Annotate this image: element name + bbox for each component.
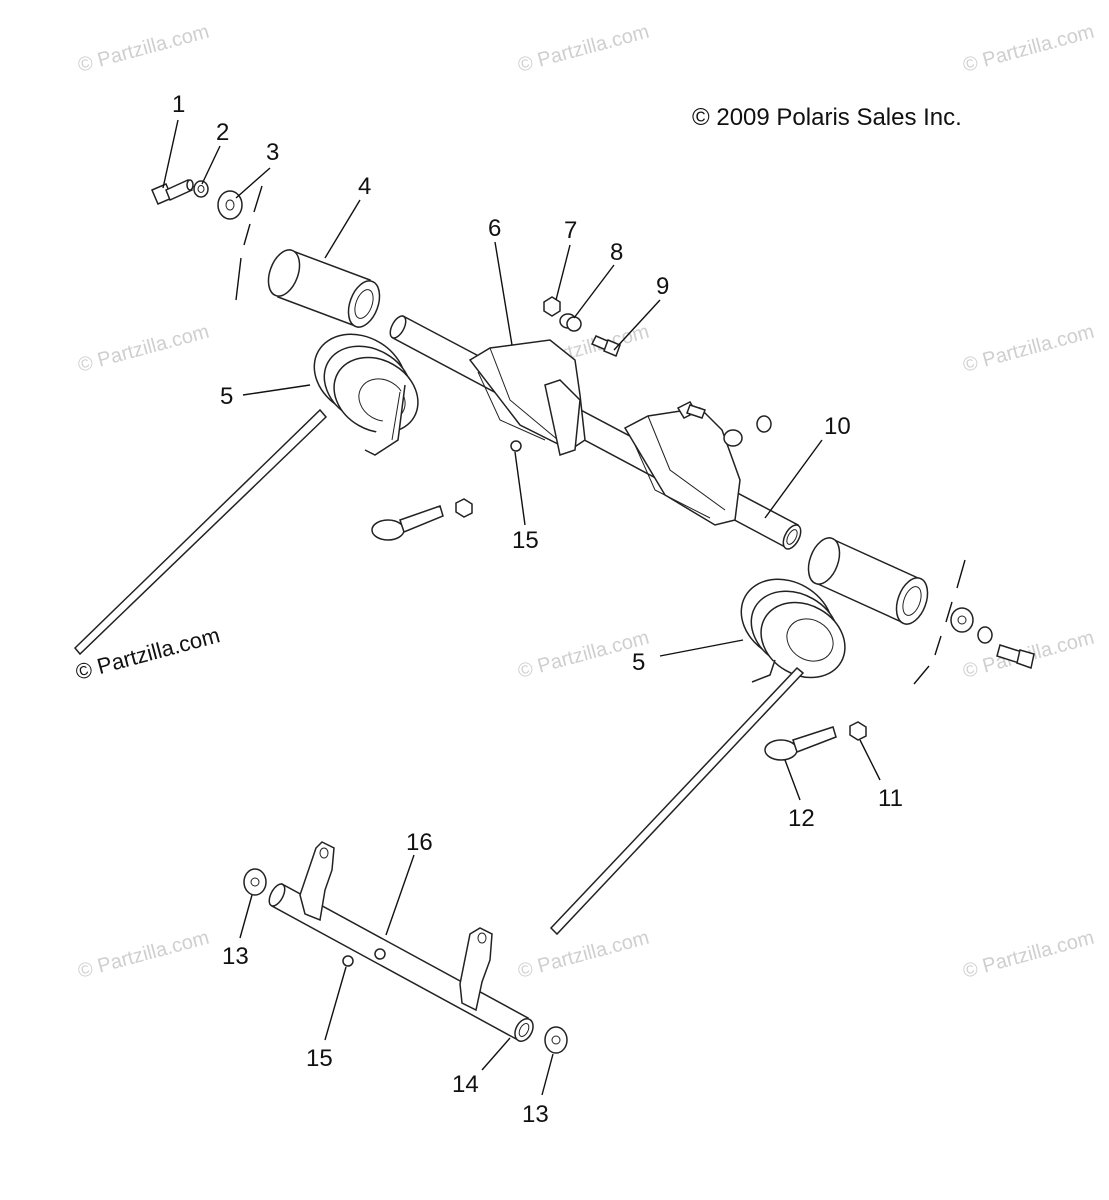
- eye-bolt-left: [371, 505, 444, 541]
- watermark: © Partzilla.com: [516, 21, 652, 77]
- bolt-part-1: [151, 178, 194, 205]
- callout-16: 16: [406, 829, 433, 856]
- bolt-part-9: [590, 335, 621, 357]
- lock-washer-right: [977, 626, 993, 644]
- break-lines: [235, 185, 966, 685]
- bushing-part-4: [267, 249, 381, 328]
- callout-6: 6: [488, 215, 501, 242]
- watermark: © Partzilla.com: [76, 21, 212, 77]
- watermark: © Partzilla.com: [961, 21, 1097, 77]
- nut-left: [455, 498, 473, 518]
- grease-fitting-part-15: [510, 440, 522, 452]
- watermark: © Partzilla.com: [76, 321, 212, 377]
- bolt-duplicate: [676, 401, 706, 419]
- callout-13: 13: [222, 943, 249, 970]
- washer-right: [950, 607, 974, 633]
- eye-bolt-part-12: [764, 726, 837, 761]
- watermark: © Partzilla.com: [961, 927, 1097, 983]
- bushing-duplicate: [723, 429, 743, 447]
- grease-fitting-part-15-lower: [342, 955, 354, 967]
- callout-14: 14: [452, 1071, 479, 1098]
- nut-duplicate: [756, 415, 772, 433]
- callout-11: 11: [878, 785, 903, 812]
- callout-15: 15: [306, 1045, 333, 1072]
- callout-5: 5: [220, 383, 233, 410]
- callout-12: 12: [788, 805, 815, 832]
- watermark: © Partzilla.com: [76, 927, 212, 983]
- callout-8: 8: [610, 239, 623, 266]
- callout-3: 3: [266, 139, 279, 166]
- bushing-right: [807, 536, 929, 626]
- callout-labels: 1 2 3 4 5 6 7 8 9 10 15 5 11 12 16 13 15…: [172, 91, 903, 1128]
- callout-10: 10: [824, 413, 851, 440]
- watermark: © Partzilla.com: [961, 321, 1097, 377]
- lock-washer-part-2: [193, 180, 209, 198]
- callout-1: 1: [172, 91, 185, 118]
- washer-part-13: [243, 868, 267, 896]
- lower-shaft-part-16: [268, 841, 534, 1042]
- bushing-part-8: [559, 313, 582, 332]
- callout-2: 2: [216, 119, 229, 146]
- callout-7: 7: [564, 217, 577, 244]
- leader-lines: [162, 119, 881, 1096]
- copyright-text: © 2009 Polaris Sales Inc.: [692, 104, 962, 131]
- callout-9: 9: [656, 273, 669, 300]
- nut-part-7: [543, 296, 561, 317]
- washer-part-13: [544, 1026, 568, 1054]
- callout-4: 4: [358, 173, 371, 200]
- bolt-right: [996, 644, 1035, 669]
- callout-15: 15: [512, 527, 539, 554]
- nut-part-11: [849, 721, 867, 741]
- callout-5: 5: [632, 649, 645, 676]
- torsion-spring-right-part-5: [549, 578, 846, 936]
- watermark: © Partzilla.com: [516, 927, 652, 983]
- torsion-spring-left-part-5: [73, 333, 419, 656]
- bracket-part-6: [468, 339, 741, 526]
- callout-13: 13: [522, 1101, 549, 1128]
